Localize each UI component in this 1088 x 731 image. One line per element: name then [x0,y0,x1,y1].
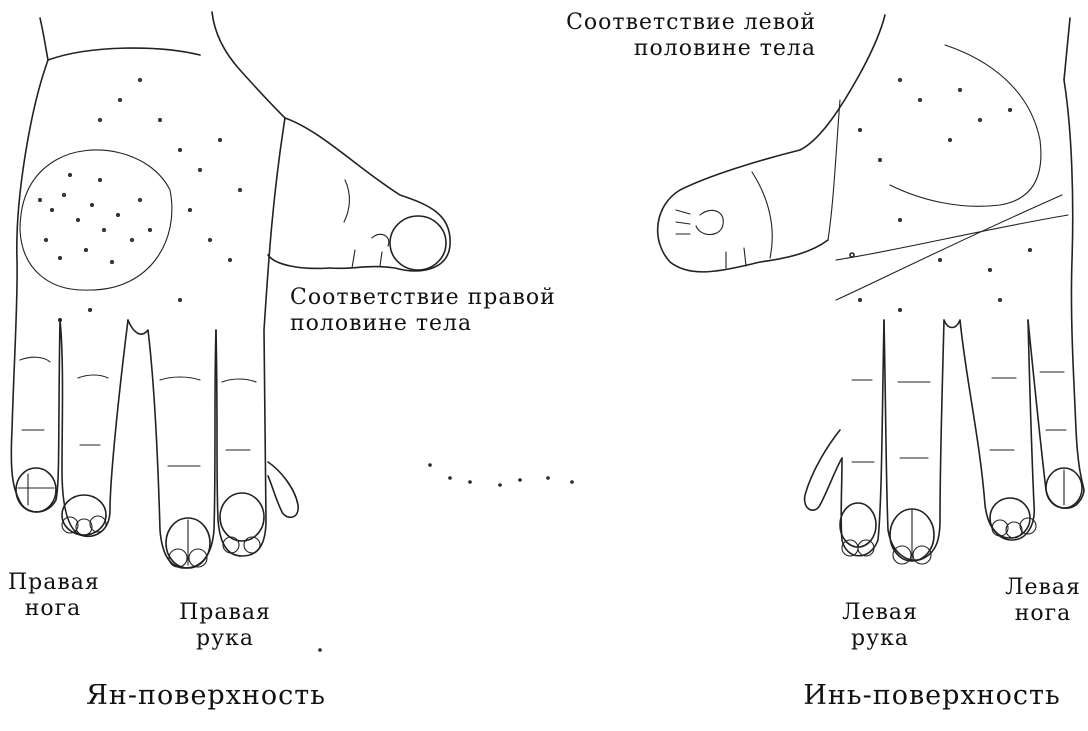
right-leg-label: Правая нога [8,570,98,622]
yin-surface-caption: Инь-поверхность [792,683,1072,709]
left-arm-line-2: рука [825,626,935,652]
right-half-line-2: половине тела [290,311,556,337]
left-arm-line-1: Левая [825,600,935,626]
right-leg-line-2: нога [8,596,98,622]
right-arm-line-2: рука [170,626,280,652]
left-leg-label: Левая нога [998,575,1088,627]
right-hand [658,15,1084,564]
left-leg-line-2: нога [998,601,1088,627]
left-half-line-2: половине тела [566,36,816,62]
right-arm-line-1: Правая [170,600,280,626]
left-leg-line-1: Левая [998,575,1088,601]
right-arm-label: Правая рука [170,600,280,652]
yang-surface-caption: Ян-поверхность [66,683,346,709]
left-arm-label: Левая рука [825,600,935,652]
right-half-line-1: Соответствие правой [290,285,556,311]
left-half-correspondence-label: Соответствие левой половине тела [566,10,816,62]
center-specks [319,464,573,651]
left-half-line-1: Соответствие левой [566,10,816,36]
right-leg-line-1: Правая [8,570,98,596]
right-half-correspondence-label: Соответствие правой половине тела [290,285,556,337]
